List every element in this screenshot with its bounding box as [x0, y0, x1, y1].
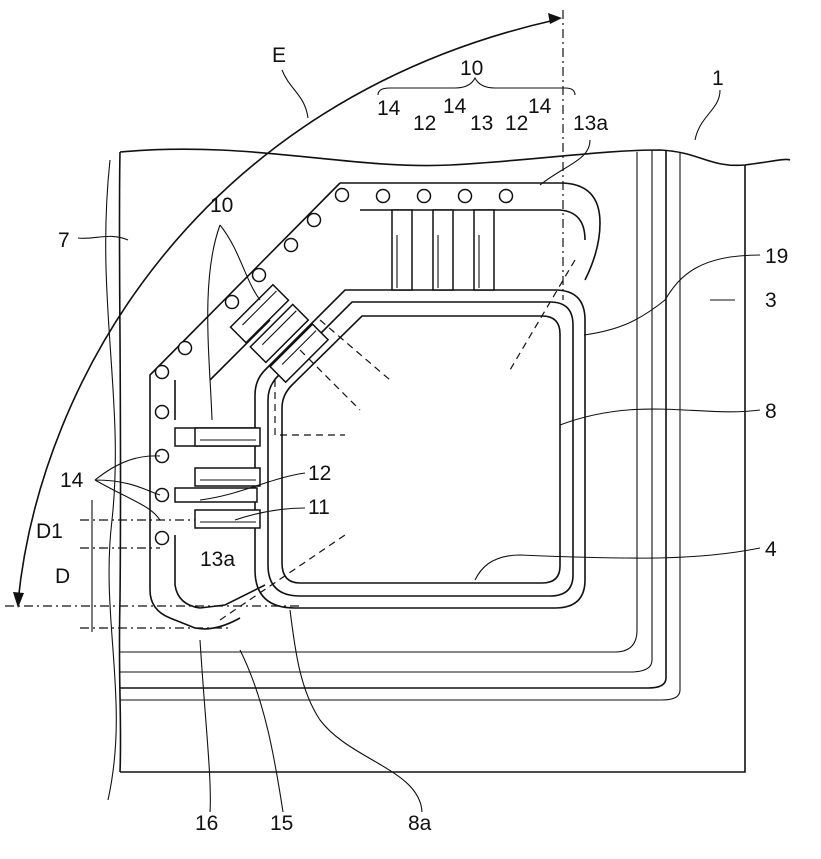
groove-12 — [433, 210, 453, 290]
flow-arrow — [320, 320, 390, 380]
label-12-left: 12 — [308, 462, 331, 485]
leader-10-left — [208, 225, 220, 420]
label-10-left: 10 — [210, 194, 233, 217]
hole-14 — [156, 489, 169, 502]
leader-10-left-b — [220, 225, 260, 300]
hole-14 — [459, 190, 472, 203]
groove-12 — [392, 210, 412, 290]
panel-3-outline — [120, 149, 790, 165]
label-10-top: 10 — [460, 57, 483, 80]
label-14: 14 — [377, 97, 401, 120]
hole-14 — [156, 366, 169, 379]
hole-14 — [285, 239, 298, 252]
leader-1 — [695, 90, 720, 140]
arc-arrowhead-top — [548, 13, 562, 24]
label-1: 1 — [712, 67, 724, 90]
hole-14 — [377, 190, 390, 203]
leader-15 — [240, 650, 283, 812]
diagonal-grooves — [231, 285, 329, 383]
label-14: 14 — [443, 95, 467, 118]
label-13a: 13a — [573, 112, 608, 135]
label-13: 13 — [470, 112, 493, 135]
leader-19 — [584, 255, 760, 335]
label-8: 8 — [765, 400, 777, 423]
label-15: 15 — [270, 812, 293, 835]
label-7: 7 — [58, 229, 70, 252]
label-12: 12 — [505, 112, 528, 135]
label-13a-left: 13a — [200, 548, 235, 571]
label-11: 11 — [308, 496, 330, 519]
hole-14 — [308, 214, 321, 227]
bracket-outer — [150, 183, 340, 629]
leader-E — [282, 70, 308, 118]
hole-14 — [179, 342, 192, 355]
label-E: E — [272, 44, 286, 67]
flow-arrow — [300, 350, 360, 410]
label-3: 3 — [765, 289, 777, 312]
hole-14 — [226, 296, 239, 309]
top-grooves — [392, 210, 494, 290]
label-D1: D1 — [36, 520, 63, 543]
hole-14 — [500, 190, 513, 203]
panel-left-edge — [119, 152, 120, 772]
label-12: 12 — [413, 112, 436, 135]
groove-12 — [474, 210, 494, 290]
flow-arrow — [510, 260, 575, 370]
label-16: 16 — [195, 812, 218, 835]
label-19: 19 — [765, 245, 788, 268]
label-14: 14 — [528, 95, 552, 118]
region-13a-left — [175, 535, 265, 608]
leader-7 — [78, 236, 128, 240]
left-holes — [156, 406, 169, 545]
label-8a: 8a — [408, 812, 432, 835]
top-holes — [336, 189, 513, 203]
hole-14 — [156, 532, 169, 545]
hole-14 — [418, 190, 431, 203]
leader-8 — [560, 409, 760, 425]
leader-13a-top — [540, 140, 590, 185]
leader-4 — [475, 548, 760, 580]
leader-16 — [200, 640, 210, 812]
label-4: 4 — [765, 538, 777, 561]
hole-14 — [253, 269, 266, 282]
bracket-10 — [378, 78, 575, 95]
hole-14 — [156, 406, 169, 419]
label-14-left: 14 — [60, 469, 84, 492]
left-grooves — [175, 428, 260, 528]
leader-8a — [290, 610, 422, 812]
flow-arrow — [275, 380, 345, 435]
hole-14 — [336, 189, 349, 202]
label-D: D — [55, 565, 70, 588]
